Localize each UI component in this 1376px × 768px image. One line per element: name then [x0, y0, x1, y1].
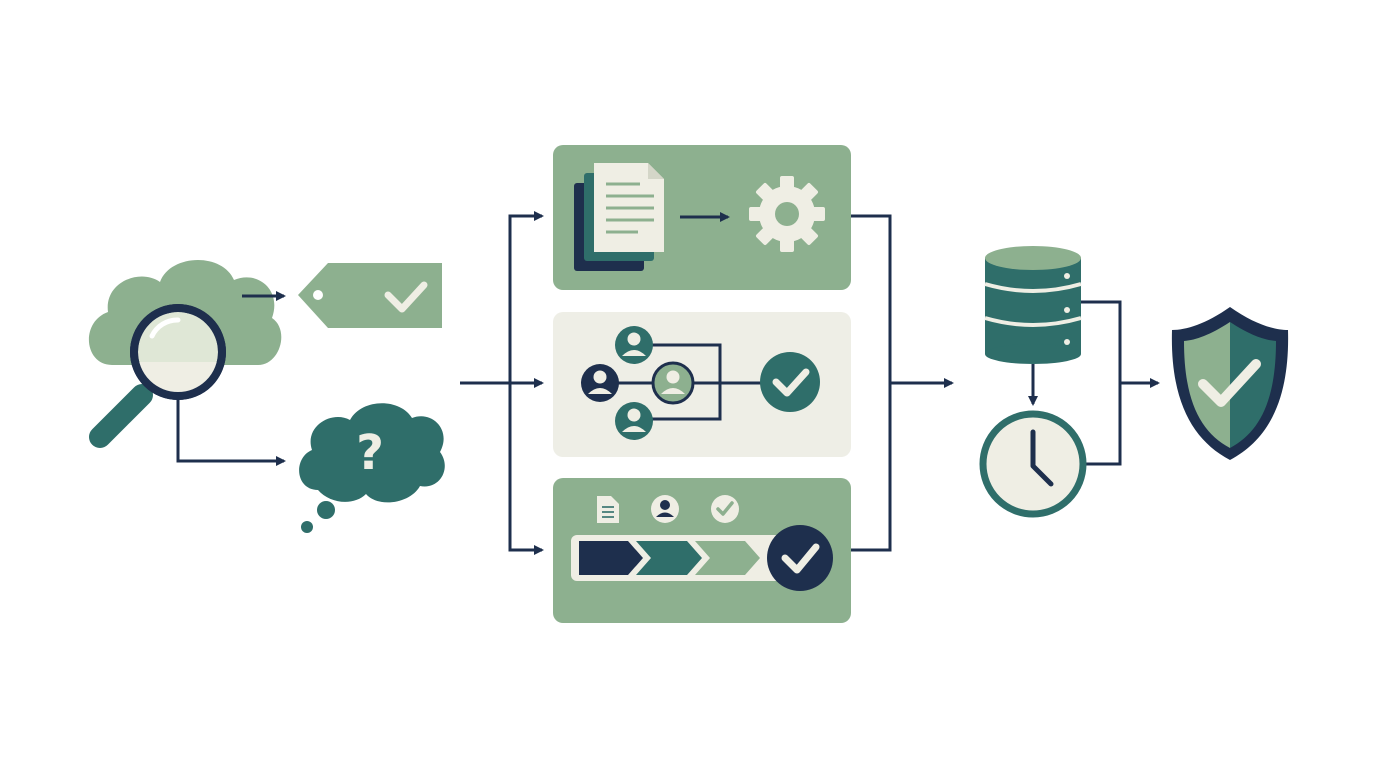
person-icon: [581, 364, 619, 402]
magnifying-glass-icon: [89, 304, 226, 448]
clock-icon: [979, 410, 1087, 518]
merge-connectors: [851, 214, 954, 552]
branch-connectors: [460, 211, 544, 555]
documents-icon: [574, 163, 664, 271]
gear-icon: [749, 176, 825, 252]
document-processing-panel: [553, 145, 851, 290]
question-mark: ?: [356, 425, 384, 481]
database-icon: [984, 246, 1082, 364]
shield-check-icon: [1171, 307, 1289, 460]
progress-chevrons: [571, 535, 781, 581]
team-review-panel: [553, 312, 851, 457]
check-circle-icon: [760, 352, 820, 412]
document-icon: [597, 496, 619, 523]
progress-workflow-panel: [553, 478, 851, 623]
person-icon: [651, 495, 679, 523]
output-connectors: [1028, 300, 1160, 466]
person-icon: [615, 402, 653, 440]
tag-check-icon: [298, 263, 442, 328]
person-icon: [651, 361, 695, 405]
person-icon: [615, 326, 653, 364]
discovery-connectors: [176, 291, 286, 466]
check-circle-icon: [767, 525, 833, 591]
check-icon: [711, 495, 739, 523]
question-thought-bubble-icon: ?: [299, 403, 445, 533]
